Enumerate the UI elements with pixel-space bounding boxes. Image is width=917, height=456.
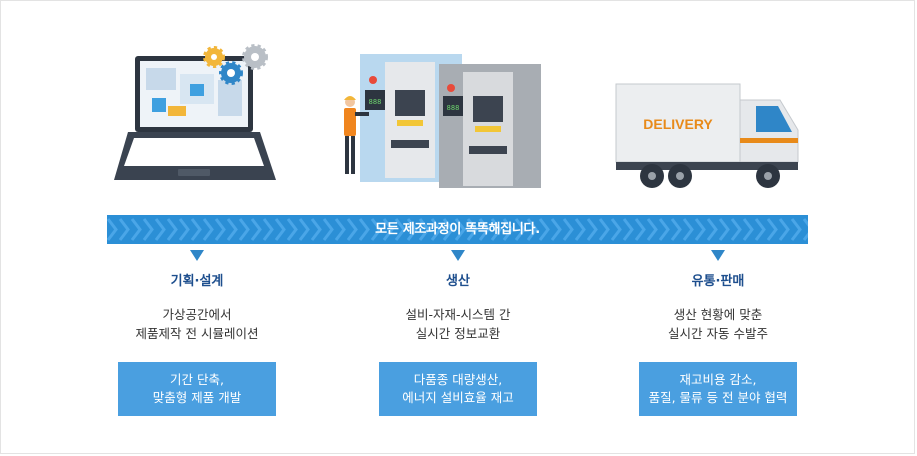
- gear-hub: [211, 54, 217, 60]
- description-line: 생산 현황에 맞춘: [673, 307, 763, 322]
- truck-hubcap: [676, 172, 684, 180]
- stage-distribution-sales: 유통·판매 생산 현황에 맞춘 실시간 자동 수발주 재고비용 감소, 품질, …: [628, 250, 808, 416]
- press-tool-blue: [397, 120, 423, 126]
- delivery-truck-illustration: DELIVERY: [615, 83, 799, 188]
- stage-description: 가상공간에서 제품제작 전 시뮬레이션: [107, 305, 287, 343]
- laptop-design-illustration: [114, 44, 276, 180]
- warning-light-icon: [447, 84, 455, 92]
- arrow-down-icon: [190, 250, 204, 261]
- screen-window-1: [146, 68, 176, 90]
- process-banner: 모든 제조과정이 똑똑해집니다.: [107, 215, 808, 244]
- worker-arm: [355, 112, 369, 116]
- machine-display-grey: 888: [447, 104, 460, 112]
- stage-title: 기획·설계: [170, 274, 224, 289]
- factory-production-illustration: 888 888: [344, 54, 541, 188]
- description-line: 실시간 자동 수발주: [668, 326, 768, 341]
- worker-leg: [351, 136, 355, 174]
- stage-benefit-box: 다품종 대량생산, 에너지 설비효율 재고: [379, 362, 537, 416]
- benefit-line: 기간 단축,: [170, 372, 224, 387]
- machine-panel-grey: [443, 96, 463, 116]
- banner-text: 모든 제조과정이 똑똑해집니다.: [375, 222, 540, 237]
- press-base-blue: [391, 140, 429, 148]
- description-line: 설비-자재-시스템 간: [405, 307, 511, 322]
- gear-hub: [251, 53, 259, 61]
- worker-helmet: [344, 96, 356, 100]
- stage-description: 설비-자재-시스템 간 실시간 정보교환: [368, 305, 548, 343]
- press-head-blue: [395, 90, 425, 116]
- laptop-keyboard: [124, 138, 264, 166]
- truck-chassis: [616, 162, 798, 170]
- benefit-line: 재고비용 감소,: [679, 372, 757, 387]
- screen-window-3: [218, 80, 242, 116]
- description-line: 가상공간에서: [162, 307, 232, 322]
- benefit-line: 품질, 물류 등 전 분야 협력: [648, 390, 788, 405]
- truck-hubcap: [648, 172, 656, 180]
- machine-display-blue: 888: [369, 98, 382, 106]
- benefit-line: 에너지 설비효율 재고: [402, 390, 514, 405]
- press-head-grey: [473, 96, 503, 122]
- benefit-line: 다품종 대량생산,: [413, 372, 503, 387]
- laptop-touchpad: [178, 169, 210, 176]
- truck-window: [756, 106, 792, 132]
- description-line: 실시간 정보교환: [415, 326, 501, 341]
- press-base-grey: [469, 146, 507, 154]
- gear-hub: [227, 69, 235, 77]
- machine-panel-blue: [365, 90, 385, 110]
- stage-description: 생산 현황에 맞춘 실시간 자동 수발주: [628, 305, 808, 343]
- stage-production: 생산 설비-자재-시스템 간 실시간 정보교환 다품종 대량생산, 에너지 설비…: [368, 250, 548, 416]
- stage-benefit-box: 기간 단축, 맞춤형 제품 개발: [118, 362, 276, 416]
- screen-widget-1: [152, 98, 166, 112]
- stage-title: 유통·판매: [691, 274, 745, 289]
- arrow-down-icon: [451, 250, 465, 261]
- warning-light-icon: [369, 76, 377, 84]
- stage-benefit-box: 재고비용 감소, 품질, 물류 등 전 분야 협력: [639, 362, 797, 416]
- press-tool-grey: [475, 126, 501, 132]
- banner-background: [107, 215, 808, 244]
- stage-title: 생산: [446, 274, 470, 289]
- description-line: 제품제작 전 시뮬레이션: [135, 326, 259, 341]
- screen-widget-3: [190, 84, 204, 96]
- stage-planning-design: 기획·설계 가상공간에서 제품제작 전 시뮬레이션 기간 단축, 맞춤형 제품 …: [107, 250, 287, 416]
- screen-widget-2: [168, 106, 186, 116]
- truck-stripe: [740, 138, 798, 143]
- worker-vest: [344, 108, 356, 136]
- truck-cargo-box: [615, 83, 741, 163]
- truck-label: DELIVERY: [643, 116, 713, 132]
- arrow-down-icon: [711, 250, 725, 261]
- benefit-line: 맞춤형 제품 개발: [152, 390, 242, 405]
- truck-hubcap: [764, 172, 772, 180]
- worker-leg: [345, 136, 349, 174]
